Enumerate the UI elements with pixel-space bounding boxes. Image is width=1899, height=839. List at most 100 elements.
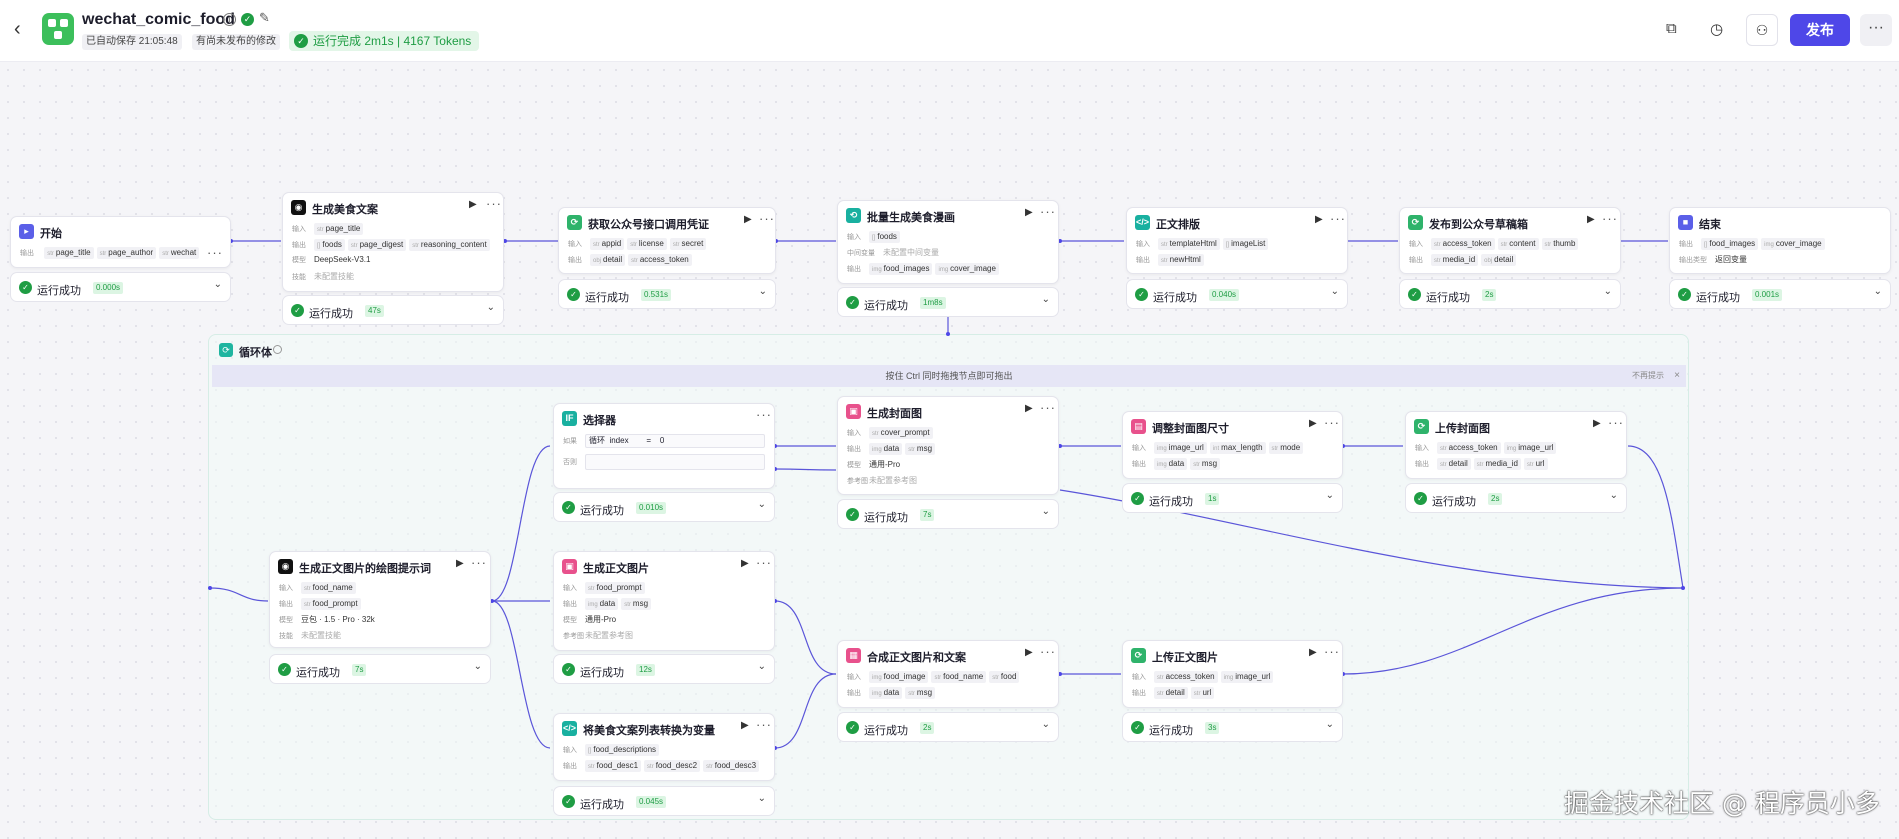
play-icon[interactable]: ▶ bbox=[1025, 207, 1033, 218]
run-status-badge[interactable]: ✓ 运行完成 2m1s | 4167 Tokens bbox=[289, 31, 480, 51]
more-icon[interactable]: ··· bbox=[1324, 644, 1340, 659]
play-icon[interactable]: ▶ bbox=[1025, 647, 1033, 658]
condition-field[interactable]: 循环 index = 0 bbox=[585, 434, 765, 448]
more-icon[interactable]: ··· bbox=[1860, 14, 1892, 46]
play-icon[interactable]: ▶ bbox=[741, 720, 749, 731]
chevron-down-icon[interactable]: ⌄ bbox=[757, 793, 766, 804]
edit-icon[interactable]: ✎ bbox=[259, 10, 270, 25]
node-batch-comic[interactable]: ⟲ 批量生成美食漫画 ▶··· 输入[]foods 中间变量未配置中间变量 输出… bbox=[837, 200, 1059, 284]
more-icon[interactable]: ··· bbox=[1602, 211, 1618, 226]
more-icon[interactable]: ··· bbox=[1040, 400, 1056, 415]
more-icon[interactable]: ··· bbox=[486, 196, 502, 211]
more-icon[interactable]: ··· bbox=[207, 245, 223, 260]
node-convert-list[interactable]: </> 将美食文案列表转换为变量 ▶··· 输入[]food_descripti… bbox=[553, 713, 775, 781]
more-icon[interactable]: ··· bbox=[1324, 415, 1340, 430]
chevron-down-icon[interactable]: ⌄ bbox=[1041, 506, 1050, 517]
more-icon[interactable]: ··· bbox=[756, 407, 772, 422]
chevron-down-icon[interactable]: ⌄ bbox=[213, 279, 222, 290]
field-label: 模型 bbox=[563, 616, 577, 624]
chevron-down-icon[interactable]: ⌄ bbox=[757, 661, 766, 672]
chevron-down-icon[interactable]: ⌄ bbox=[758, 286, 767, 297]
else-field[interactable] bbox=[585, 454, 765, 470]
history-icon[interactable]: ◷ bbox=[1710, 21, 1724, 38]
info-icon[interactable] bbox=[273, 345, 282, 354]
chevron-down-icon[interactable]: ⌄ bbox=[1041, 719, 1050, 730]
chevron-down-icon[interactable]: ⌄ bbox=[473, 661, 482, 672]
var-tag: []food_images bbox=[1701, 238, 1759, 250]
chevron-down-icon[interactable]: ⌄ bbox=[1873, 286, 1882, 297]
more-icon[interactable]: ··· bbox=[756, 555, 772, 570]
more-icon[interactable]: ··· bbox=[1040, 204, 1056, 219]
chevron-down-icon[interactable]: ⌄ bbox=[1325, 719, 1334, 730]
chevron-down-icon[interactable]: ⌄ bbox=[486, 302, 495, 313]
publish-button[interactable]: 发布 bbox=[1790, 14, 1850, 46]
chevron-down-icon[interactable]: ⌄ bbox=[757, 499, 766, 510]
more-icon[interactable]: ··· bbox=[1608, 415, 1624, 430]
play-icon[interactable]: ▶ bbox=[456, 558, 464, 569]
play-icon[interactable]: ▶ bbox=[1309, 418, 1317, 429]
more-icon[interactable]: ··· bbox=[756, 717, 772, 732]
play-icon[interactable]: ▶ bbox=[1315, 214, 1323, 225]
play-icon[interactable]: ▶ bbox=[1593, 418, 1601, 429]
info-icon[interactable]: i bbox=[223, 13, 236, 26]
play-icon[interactable]: ▶ bbox=[744, 214, 752, 225]
close-icon[interactable]: × bbox=[1674, 370, 1680, 381]
play-icon[interactable]: ▶ bbox=[1309, 647, 1317, 658]
more-icon[interactable]: ··· bbox=[1040, 644, 1056, 659]
more-icon[interactable]: ··· bbox=[471, 555, 487, 570]
back-icon[interactable]: ‹ bbox=[14, 18, 21, 40]
play-icon[interactable]: ▶ bbox=[1025, 403, 1033, 414]
chevron-down-icon[interactable]: ⌄ bbox=[1603, 286, 1612, 297]
var-tag: []food_descriptions bbox=[585, 744, 660, 756]
more-icon[interactable]: ··· bbox=[1330, 211, 1346, 226]
collaborators-icon[interactable]: ⚇ bbox=[1746, 14, 1778, 46]
dismiss-hint-link[interactable]: 不再提示 bbox=[1632, 371, 1664, 380]
copy-icon[interactable]: ⧉ bbox=[1666, 20, 1677, 37]
node-selector[interactable]: IF 选择器 ··· 如果循环 index = 0 否则 bbox=[553, 403, 775, 489]
status-text: 运行成功 bbox=[580, 505, 624, 517]
field-label: 否则 bbox=[563, 459, 577, 466]
chevron-down-icon[interactable]: ⌄ bbox=[1041, 294, 1050, 305]
more-icon[interactable]: ··· bbox=[759, 211, 775, 226]
play-icon[interactable]: ▶ bbox=[469, 199, 477, 210]
play-icon[interactable]: ▶ bbox=[741, 558, 749, 569]
chevron-down-icon[interactable]: ⌄ bbox=[1330, 286, 1339, 297]
chevron-down-icon[interactable]: ⌄ bbox=[1609, 490, 1618, 501]
play-icon[interactable]: ▶ bbox=[1587, 214, 1595, 225]
chevron-down-icon[interactable]: ⌄ bbox=[1325, 490, 1334, 501]
app-title[interactable]: wechat_comic_food bbox=[82, 11, 235, 28]
